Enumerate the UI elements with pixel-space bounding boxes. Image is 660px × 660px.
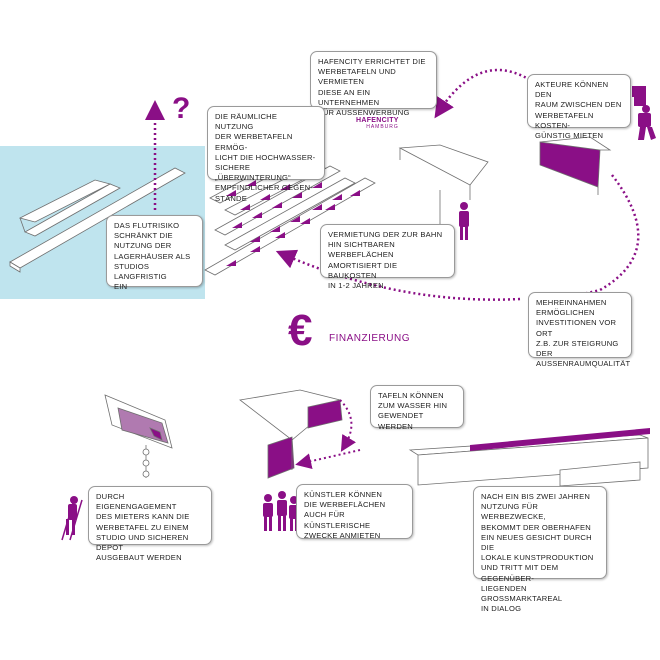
artists-group-icon [263,491,299,531]
billboard-flags [226,160,360,266]
person-icon [459,202,469,240]
svg-text:€: € [288,306,312,355]
euro-icon: € [288,306,312,355]
logo-main: HAFENCITY [356,117,399,124]
question-mark: ? [172,92,191,125]
climber-icon [61,496,83,541]
finanzierung-label: FINANZIERUNG [329,333,410,344]
box-mehreinnahmen: MEHREINNAHMEN ERMÖGLICHEN INVESTITIONEN … [528,292,632,368]
box-nutzung: DIE RÄUMLICHE NUTZUNG DER WERBETAFELN ER… [207,106,325,203]
box-kuenstler: KÜNSTLER KÖNNEN DIE WERBEFLÄCHEN AUCH FÜ… [296,484,413,540]
logo-sub: HAMBURG [366,124,399,130]
arrow-right-loop [539,174,640,300]
arrow-return [275,249,521,301]
mover-icon [632,86,656,140]
hafencity-logo: HAFENCITY HAMBURG [356,117,399,131]
box-eigenengagement: DURCH EIGENENGAGEMENT DES MIETERS KANN D… [88,486,212,562]
box-vermietung: VERMIETUNG DER ZUR BAHN HIN SICHTBAREN W… [320,224,455,290]
box-akteure: AKTEURE KÖNNEN DEN RAUM ZWISCHEN DEN WER… [527,74,631,140]
box-hafencity: HAFENCITY ERRICHTET DIE WERBETAFELN UND … [310,51,437,117]
box-oberhafen: NACH EIN BIS ZWEI JAHREN NUTZUNG FÜR WER… [473,486,607,613]
oberhafen-billboards [470,428,650,451]
box-flutrisiko: DAS FLUTRISIKO SCHRÄNKT DIE NUTZUNG DER … [106,215,203,291]
billboard-structure-top [398,144,489,225]
billboard-structure-right [539,136,612,195]
arrow-top [434,68,531,119]
turned-billboard-drawing [239,389,343,479]
arrow-turn [339,399,356,452]
warehouse-drawing [9,167,186,273]
box-tafeln: TAFELN KÖNNEN ZUM WASSER HIN GEWENDET WE… [370,385,464,431]
studio-drawing [104,394,173,478]
arrow-to-billboard [295,449,361,470]
